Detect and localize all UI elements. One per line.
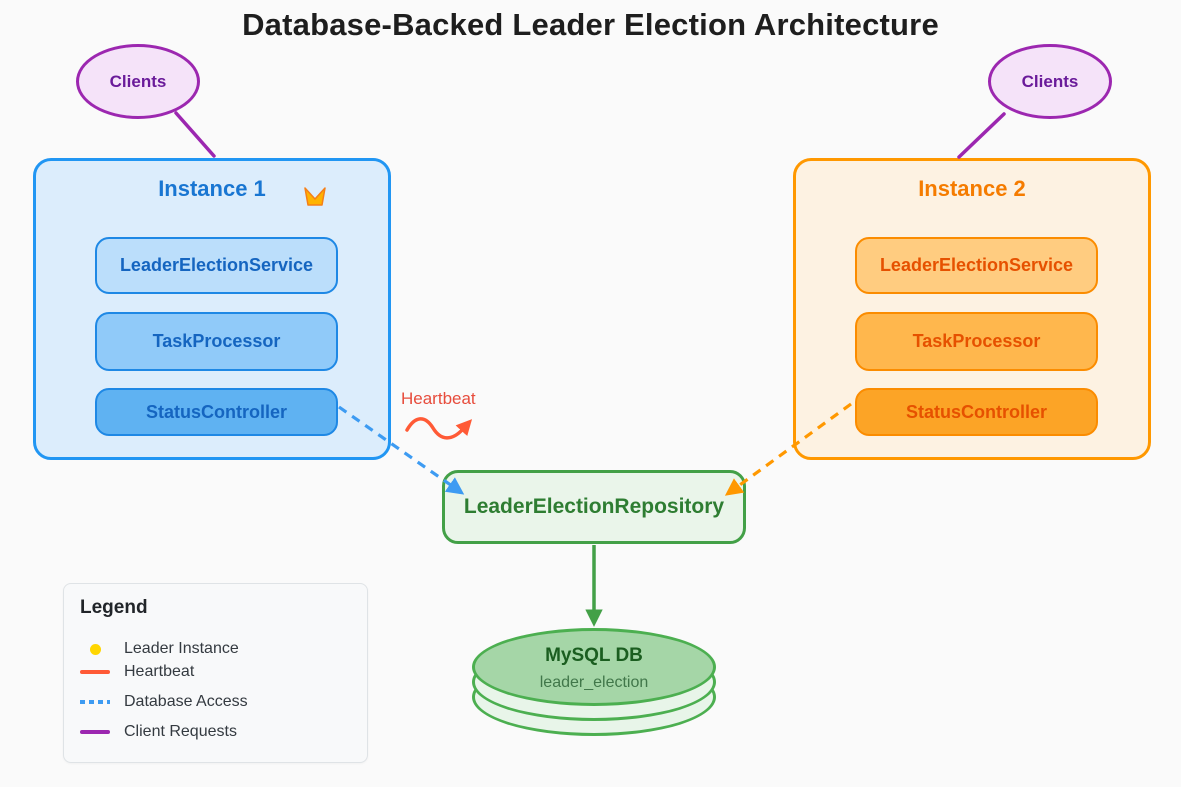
instance1-container: Instance 1 LeaderElectionService TaskPro… <box>33 158 391 460</box>
legend-item-label: Database Access <box>124 693 248 710</box>
instance2-leader-election-service: LeaderElectionService <box>855 237 1098 294</box>
legend-item-label: Leader Instance <box>124 640 239 657</box>
instance2-title: Instance 2 <box>918 176 1026 201</box>
client-requests-line-left <box>174 111 216 158</box>
legend-item-label: Client Requests <box>124 723 237 740</box>
repository-label: LeaderElectionRepository <box>463 495 725 518</box>
legend-item-client-requests: Client Requests <box>80 721 351 743</box>
legend-title: Legend <box>80 597 148 618</box>
clients-label: Clients <box>1021 71 1079 91</box>
legend-item-heartbeat: Heartbeat <box>80 661 351 683</box>
dashed-line-icon <box>80 700 110 704</box>
client-line-icon <box>80 730 110 734</box>
heartbeat-wave-arrow <box>405 417 473 440</box>
clients-node-right: Clients <box>988 44 1112 119</box>
instance1-title: Instance 1 <box>158 176 266 201</box>
clients-label: Clients <box>109 71 167 91</box>
heartbeat-label: Heartbeat <box>401 389 476 408</box>
database-disk-top <box>472 628 716 706</box>
diagram-title: Database-Backed Leader Election Architec… <box>242 7 939 42</box>
legend-item-leader-instance: Leader Instance <box>80 638 351 660</box>
component-label: LeaderElectionService <box>879 255 1074 275</box>
client-requests-line-right <box>957 112 1006 159</box>
database-name: MySQL DB <box>545 645 643 666</box>
heartbeat-line-icon <box>80 670 110 674</box>
component-label: StatusController <box>905 401 1047 422</box>
legend-item-database-access: Database Access <box>80 691 351 713</box>
instance2-status-controller: StatusController <box>855 388 1098 436</box>
leader-dot-icon <box>80 643 110 655</box>
instance1-leader-election-service: LeaderElectionService <box>95 237 338 294</box>
instance2-task-processor: TaskProcessor <box>855 312 1098 371</box>
legend-item-label: Heartbeat <box>124 663 195 680</box>
instance1-status-controller: StatusController <box>95 388 338 436</box>
instance2-container: Instance 2 LeaderElectionService TaskPro… <box>793 158 1151 460</box>
instance1-task-processor: TaskProcessor <box>95 312 338 371</box>
component-label: LeaderElectionService <box>119 255 314 275</box>
component-label: TaskProcessor <box>912 331 1041 351</box>
database-node: MySQL DB leader_election <box>472 645 716 692</box>
clients-node-left: Clients <box>76 44 200 119</box>
legend-panel: Legend Leader Instance Heartbeat Databas… <box>63 583 368 763</box>
leader-election-repository-node: LeaderElectionRepository <box>442 470 746 544</box>
crown-icon <box>304 187 326 206</box>
component-label: TaskProcessor <box>152 331 281 351</box>
database-schema-name: leader_election <box>539 674 649 691</box>
component-label: StatusController <box>145 401 287 422</box>
